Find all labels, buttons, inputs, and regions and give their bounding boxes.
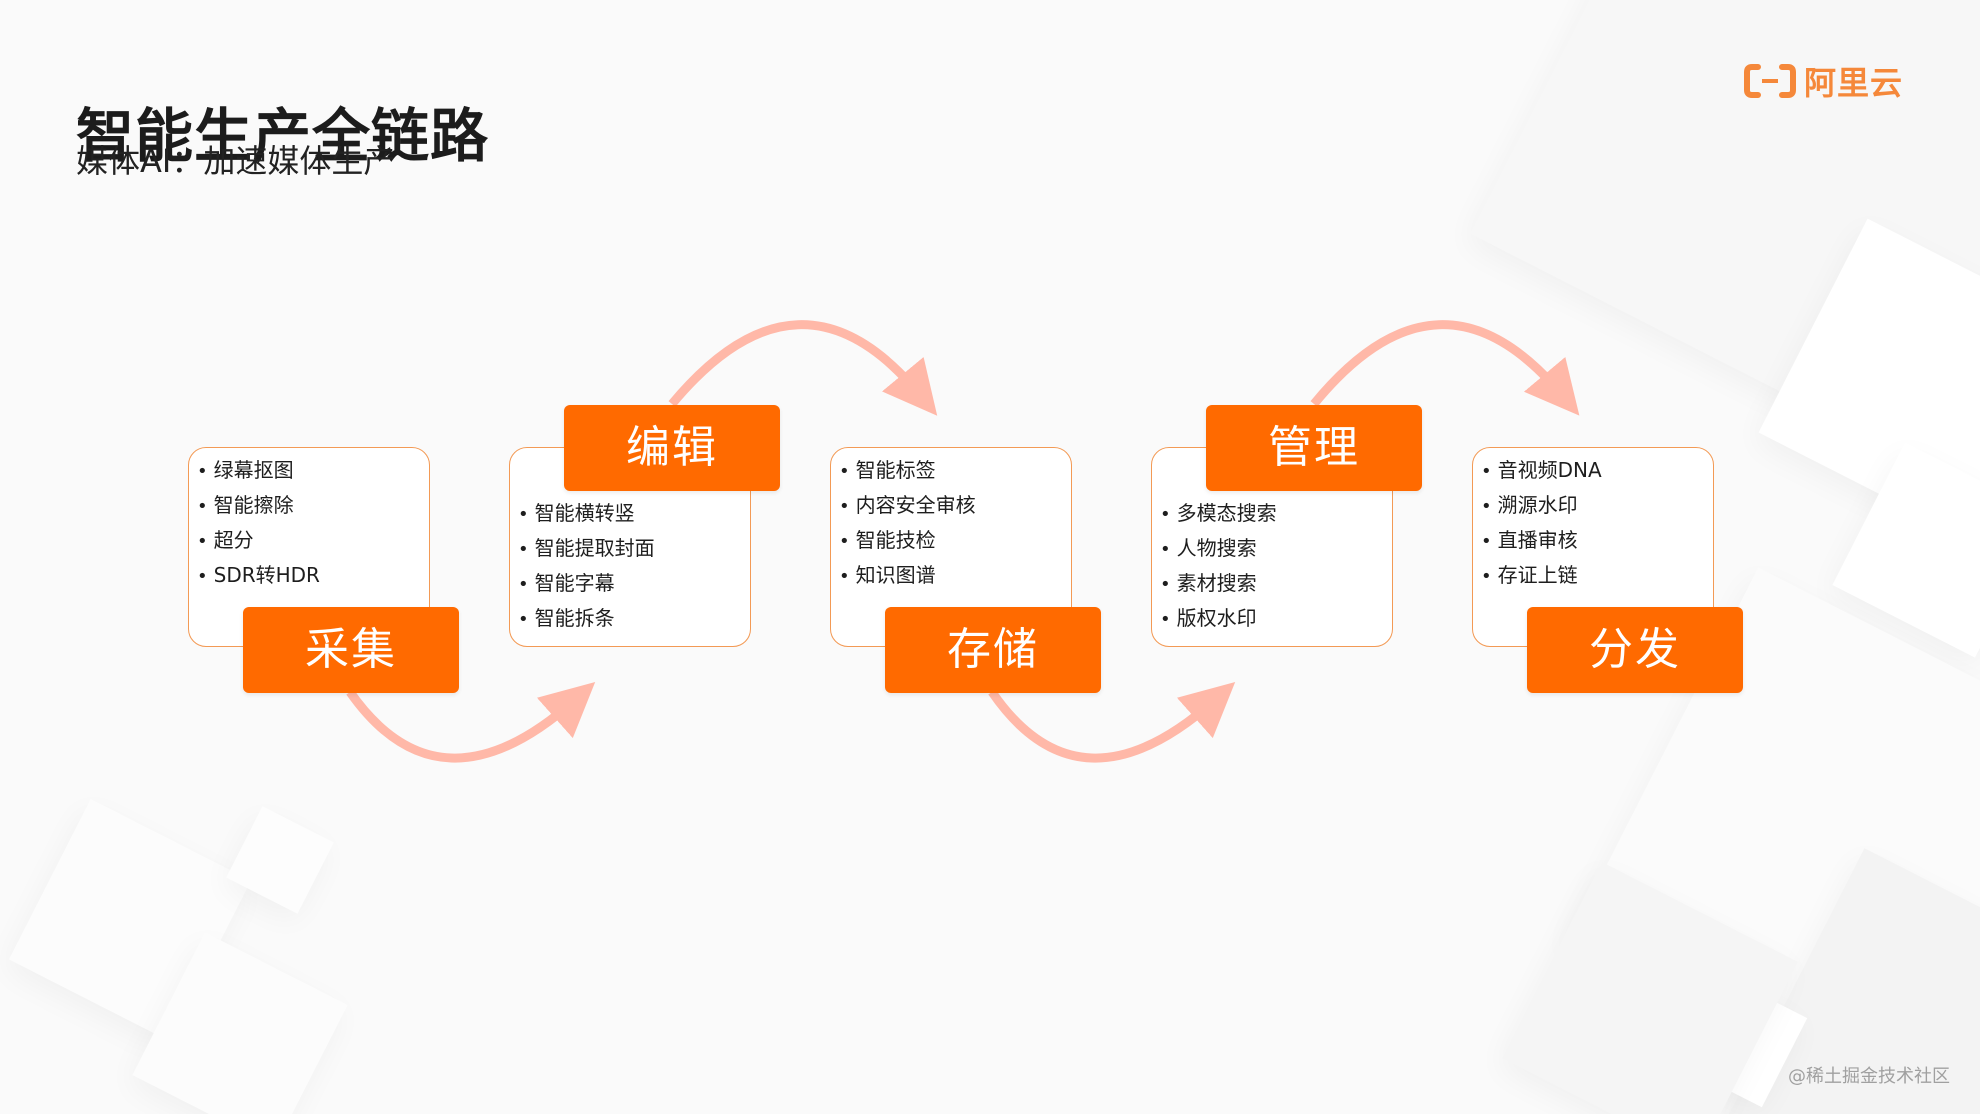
feature-item: 素材搜索 xyxy=(1160,566,1277,601)
feature-list: 智能标签 内容安全审核 智能技检 知识图谱 xyxy=(839,453,976,593)
feature-item: 存证上链 xyxy=(1481,558,1602,593)
stage-label: 编辑 xyxy=(564,405,780,491)
aliyun-logo: 阿里云 xyxy=(1744,58,1903,104)
feature-list: 智能横转竖 智能提取封面 智能字幕 智能拆条 xyxy=(518,496,655,636)
feature-item: 智能拆条 xyxy=(518,601,655,636)
feature-item: 智能字幕 xyxy=(518,566,655,601)
feature-item: 版权水印 xyxy=(1160,601,1277,636)
feature-item: 超分 xyxy=(197,523,320,558)
feature-list: 音视频DNA 溯源水印 直播审核 存证上链 xyxy=(1481,453,1602,593)
feature-item: 多模态搜索 xyxy=(1160,496,1277,531)
feature-list: 绿幕抠图 智能擦除 超分 SDR转HDR xyxy=(197,453,320,593)
feature-item: 智能擦除 xyxy=(197,488,320,523)
feature-list: 多模态搜索 人物搜索 素材搜索 版权水印 xyxy=(1160,496,1277,636)
logo-text: 阿里云 xyxy=(1804,64,1904,102)
feature-item: SDR转HDR xyxy=(197,558,320,593)
stage-label: 分发 xyxy=(1527,607,1743,693)
stage-label: 采集 xyxy=(243,607,459,693)
slide-title: 智能生产全链路 xyxy=(76,101,490,170)
feature-item: 智能横转竖 xyxy=(518,496,655,531)
feature-item: 智能标签 xyxy=(839,453,976,488)
feature-item: 人物搜索 xyxy=(1160,531,1277,566)
feature-item: 知识图谱 xyxy=(839,558,976,593)
feature-item: 智能技检 xyxy=(839,523,976,558)
feature-item: 溯源水印 xyxy=(1481,488,1602,523)
feature-item: 音视频DNA xyxy=(1481,453,1602,488)
stage-label: 管理 xyxy=(1206,405,1422,491)
aliyun-bracket-icon xyxy=(1744,64,1796,98)
watermark: @稀土掘金技术社区 xyxy=(1788,1066,1950,1087)
feature-item: 内容安全审核 xyxy=(839,488,976,523)
stage-label: 存储 xyxy=(885,607,1101,693)
feature-item: 智能提取封面 xyxy=(518,531,655,566)
slide-subtitle: 媒体AI：加速媒体生产 xyxy=(76,142,396,180)
feature-item: 直播审核 xyxy=(1481,523,1602,558)
feature-item: 绿幕抠图 xyxy=(197,453,320,488)
